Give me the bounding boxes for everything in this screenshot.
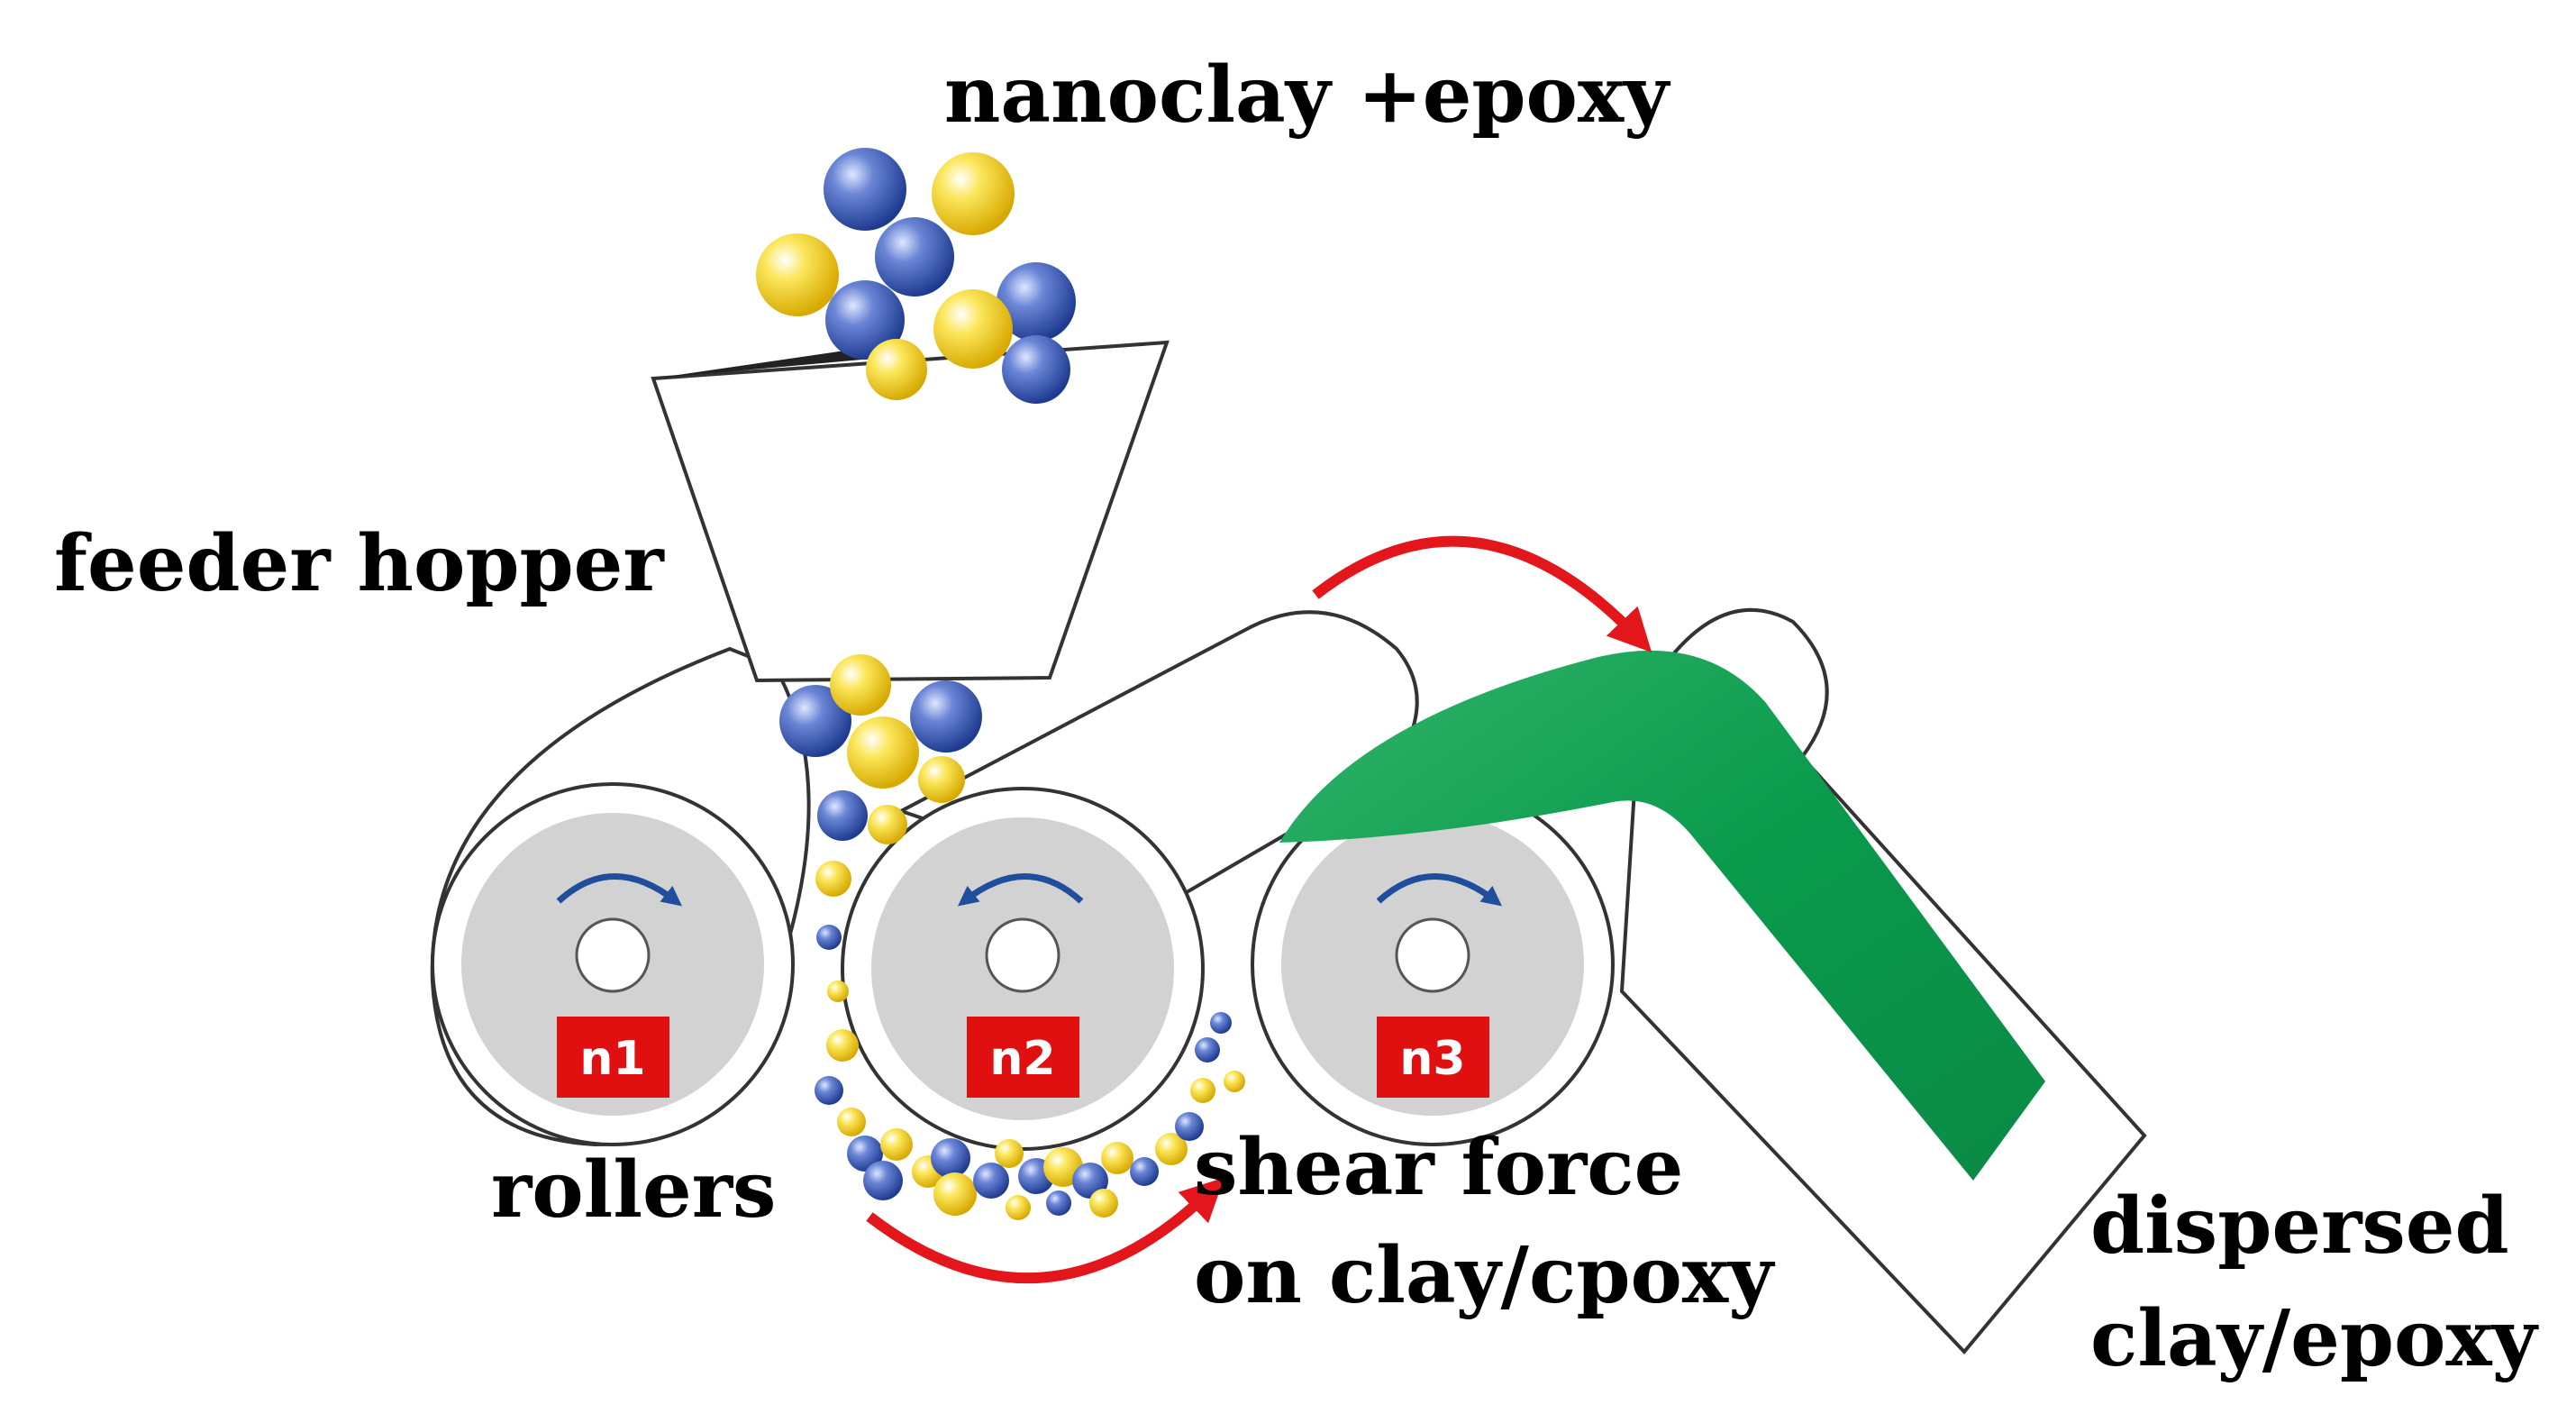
dispersed-product-band	[1279, 650, 2045, 1181]
epoxy-particle	[756, 233, 839, 316]
roller-badge-n1: n1	[557, 1017, 669, 1098]
epoxy-particle	[1224, 1071, 1245, 1092]
feeder-hopper	[651, 340, 1170, 683]
label-rollers: rollers	[491, 1145, 776, 1236]
epoxy-particle	[815, 861, 851, 897]
svg-text:n2: n2	[989, 1032, 1055, 1086]
flow-arrow-icon	[1312, 535, 1652, 652]
particle-field	[756, 148, 1245, 1220]
epoxy-particle	[830, 654, 891, 716]
rotation-arrow-icon	[556, 873, 683, 907]
nanoclay-particle	[1210, 1012, 1232, 1034]
nanoclay-particle	[1130, 1157, 1159, 1186]
nanoclay-particle	[779, 685, 851, 757]
epoxy-particle	[880, 1128, 913, 1161]
label-dispersed-1: dispersed	[2090, 1181, 2509, 1272]
epoxy-particle	[826, 1029, 859, 1062]
epoxy-particle	[868, 805, 907, 844]
epoxy-particle	[1190, 1078, 1215, 1103]
nanoclay-particle	[816, 925, 842, 950]
nanoclay-particle	[847, 1136, 883, 1172]
epoxy-particle	[827, 981, 849, 1002]
nanoclay-particle	[825, 280, 905, 360]
svg-text:n3: n3	[1399, 1032, 1465, 1086]
nanoclay-particle	[1175, 1112, 1204, 1141]
label-feeder-hopper: feeder hopper	[54, 518, 665, 609]
nanoclay-particle	[863, 1161, 903, 1200]
epoxy-particle	[1089, 1189, 1118, 1218]
nanoclay-particle	[875, 217, 954, 296]
rotation-arrow-icon	[1376, 873, 1503, 907]
nanoclay-particle	[817, 790, 868, 841]
epoxy-particle	[1155, 1133, 1188, 1165]
roller-badge-n3: n3	[1377, 1017, 1489, 1098]
nanoclay-particle	[973, 1163, 1009, 1199]
svg-text:n1: n1	[579, 1032, 645, 1086]
roller-badge-n2: n2	[967, 1017, 1079, 1098]
epoxy-particle	[933, 1172, 977, 1216]
label-shear-force-2: on clay/cpoxy	[1194, 1230, 1776, 1321]
shear-arrow-icon	[866, 1177, 1224, 1284]
epoxy-particle	[918, 756, 965, 803]
nanoclay-particle	[1046, 1190, 1071, 1216]
epoxy-particle	[837, 1108, 866, 1136]
nanoclay-particle	[824, 148, 906, 231]
epoxy-particle	[932, 152, 1015, 235]
epoxy-particle	[1101, 1142, 1133, 1174]
nanoclay-particle	[997, 262, 1076, 342]
epoxy-particle	[1006, 1195, 1031, 1220]
label-shear-force-1: shear force	[1194, 1122, 1683, 1213]
roller-n2	[841, 787, 1205, 1151]
label-dispersed-2: clay/epoxy	[2090, 1293, 2540, 1384]
epoxy-particle	[866, 339, 927, 400]
roller-n1	[431, 782, 795, 1146]
epoxy-particle	[933, 289, 1013, 369]
nanoclay-particle	[815, 1076, 843, 1105]
epoxy-particle	[847, 716, 919, 789]
nanoclay-particle	[1195, 1037, 1220, 1063]
roller-n3	[1251, 782, 1615, 1146]
nanoclay-particle	[1002, 335, 1070, 404]
nanoclay-particle	[931, 1138, 970, 1178]
nanoclay-particle	[910, 680, 982, 753]
rotation-arrow-icon	[957, 873, 1084, 907]
epoxy-particle	[995, 1139, 1024, 1168]
label-input: nanoclay +epoxy	[944, 50, 1671, 141]
